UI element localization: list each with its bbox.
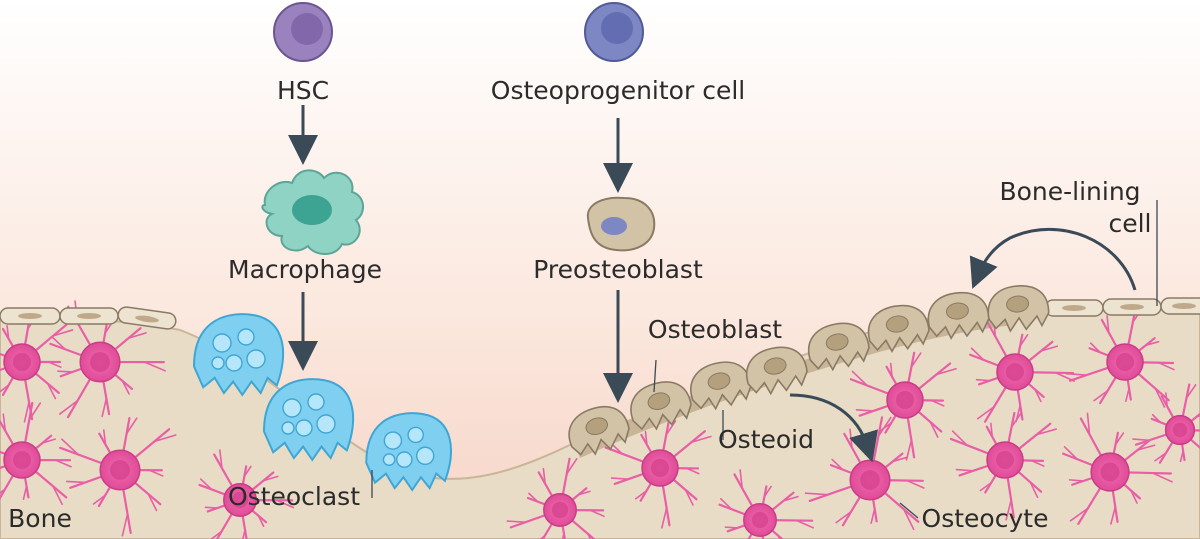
osteocyte bbox=[1061, 412, 1173, 526]
osteoblast bbox=[746, 346, 808, 396]
osteoclasts-group bbox=[192, 313, 452, 492]
osteoblasts-group bbox=[568, 285, 1050, 456]
label-bone-lining-line1: Bone-lining bbox=[999, 177, 1140, 206]
arrow-osteoblast-to-osteocyte bbox=[789, 393, 878, 463]
osteocyte bbox=[1132, 383, 1200, 464]
osteoblast bbox=[690, 361, 752, 411]
label-bone: Bone bbox=[8, 504, 72, 533]
osteocyte bbox=[59, 416, 177, 537]
osteocyte bbox=[0, 401, 72, 506]
bone-lining-cells-right-nuclei bbox=[1062, 303, 1196, 311]
osteoblast bbox=[927, 291, 990, 340]
macrophage-cell bbox=[261, 169, 364, 255]
label-osteocyte: Osteocyte bbox=[922, 504, 1049, 533]
osteocyte bbox=[849, 351, 957, 461]
osteocyte bbox=[506, 457, 605, 539]
preosteoblast-cell bbox=[586, 196, 656, 252]
osteoprogenitor-cell bbox=[584, 2, 644, 62]
bone-lining-cells-left-nuclei bbox=[18, 313, 159, 323]
arrow-osteoblast-to-bone-lining bbox=[969, 228, 1137, 291]
osteoclast bbox=[365, 412, 452, 492]
osteocyte bbox=[969, 315, 1075, 423]
osteoblast bbox=[568, 405, 630, 456]
label-osteoid: Osteoid bbox=[718, 425, 814, 454]
osteocyte bbox=[949, 411, 1058, 521]
hsc-cell bbox=[273, 2, 333, 62]
osteocyte bbox=[718, 469, 815, 539]
label-osteoclast: Osteoclast bbox=[228, 482, 360, 511]
osteoclast bbox=[192, 313, 284, 397]
label-preosteoblast: Preosteoblast bbox=[533, 255, 703, 284]
arrows bbox=[288, 105, 1137, 463]
osteocyte bbox=[49, 300, 167, 419]
osteoblast bbox=[808, 322, 870, 372]
label-macrophage: Macrophage bbox=[228, 255, 382, 284]
label-osteoprogenitor: Osteoprogenitor cell bbox=[491, 76, 745, 105]
osteoblast bbox=[630, 381, 692, 431]
label-hsc: HSC bbox=[277, 76, 329, 105]
osteoclast bbox=[262, 378, 354, 462]
osteocyte bbox=[604, 419, 712, 529]
osteoblast bbox=[987, 285, 1050, 333]
osteocytes-group bbox=[0, 300, 1200, 539]
osteoblast bbox=[867, 304, 930, 354]
leader-lines bbox=[371, 200, 1158, 519]
label-bone-lining-line2: cell bbox=[1108, 209, 1151, 238]
osteocyte bbox=[198, 449, 295, 539]
label-osteoblast: Osteoblast bbox=[648, 315, 782, 344]
